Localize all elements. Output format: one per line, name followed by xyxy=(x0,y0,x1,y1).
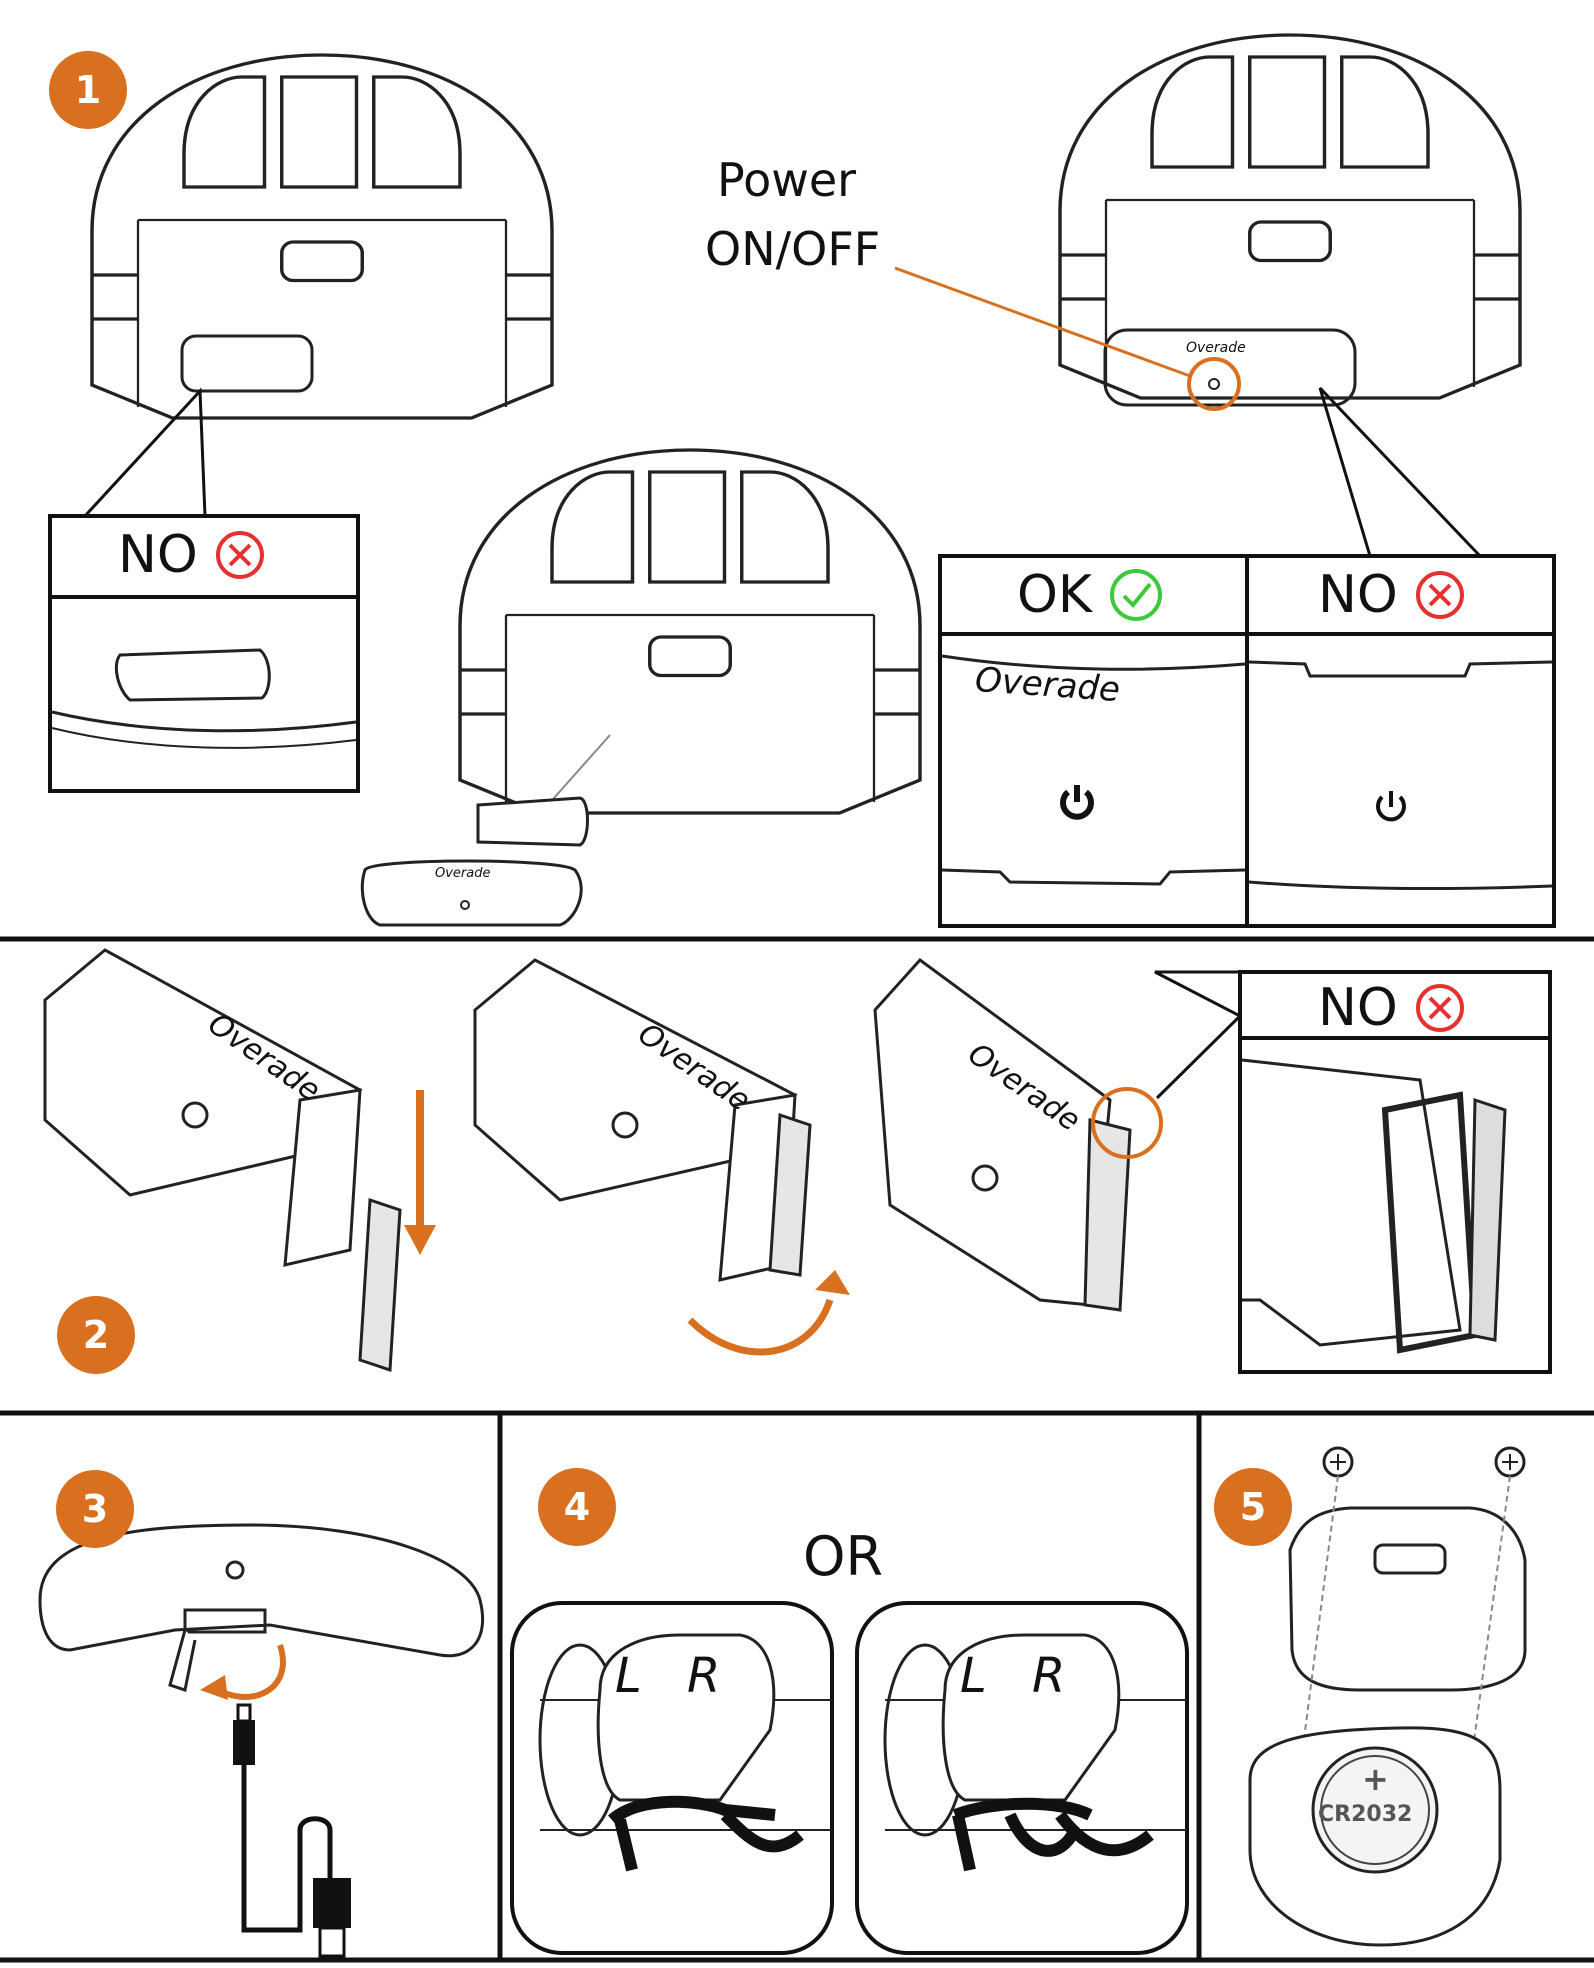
step-4-badge: 4 xyxy=(538,1468,616,1546)
cross-circle-icon xyxy=(215,531,264,579)
on-off-label: ON/OFF xyxy=(705,222,881,276)
step-1-badge: 1 xyxy=(49,51,127,129)
cross-circle-icon xyxy=(1415,571,1464,619)
mount-option-2 xyxy=(855,1601,1189,1955)
power-leader-line xyxy=(894,266,1191,378)
step-5-badge: 5 xyxy=(1214,1468,1292,1546)
right-label-2: R xyxy=(1032,1648,1066,1704)
check-circle-icon xyxy=(1110,569,1163,621)
step-2-badge: 2 xyxy=(57,1296,135,1374)
left-label-2: L xyxy=(960,1648,987,1704)
no-detail-box-1 xyxy=(48,514,360,793)
arrow-rotate xyxy=(687,1270,850,1356)
screw-icon xyxy=(1322,1446,1354,1478)
power-button-highlight xyxy=(1187,357,1241,411)
helmet-exploded xyxy=(360,448,922,927)
power-icon xyxy=(1376,791,1406,822)
usb-cable-icon xyxy=(233,1703,351,1958)
battery-label: CR2032 xyxy=(1318,1802,1413,1827)
no-label: NO xyxy=(1318,978,1398,1038)
cross-circle-icon xyxy=(1415,984,1464,1032)
battery-compartment xyxy=(1248,1446,1527,1947)
right-label-1: R xyxy=(687,1648,721,1704)
module-usb-port xyxy=(38,1523,485,1692)
no-label: NO xyxy=(118,525,198,585)
helmet-without-module xyxy=(90,53,554,420)
joint-highlight xyxy=(1091,1087,1163,1159)
module-insert-step-b xyxy=(473,958,812,1282)
no-detail-box-2 xyxy=(1238,970,1552,1374)
module-insert-step-a xyxy=(43,948,402,1373)
brand-text-helmet: Overade xyxy=(1186,340,1246,356)
brand-text-module: Overade xyxy=(435,866,491,881)
helmet-with-module xyxy=(1058,33,1522,407)
ok-no-comparison-box xyxy=(938,554,1556,928)
verdict-ok: OK xyxy=(1017,565,1164,625)
step-3-badge: 3 xyxy=(56,1470,134,1548)
battery-plus: + xyxy=(1362,1760,1389,1798)
or-label: OR xyxy=(803,1525,884,1588)
verdict-no-1: NO xyxy=(118,525,266,585)
arrow-down xyxy=(404,1090,436,1255)
power-label: Power xyxy=(717,153,857,207)
ok-label: OK xyxy=(1017,565,1093,625)
module-inserted xyxy=(873,957,1132,1312)
no-label: NO xyxy=(1318,565,1398,625)
orange-arrow-icon xyxy=(200,1644,286,1700)
mount-option-1 xyxy=(510,1601,834,1955)
verdict-no-3: NO xyxy=(1318,978,1466,1038)
power-icon xyxy=(1060,785,1094,820)
verdict-no-2: NO xyxy=(1318,565,1466,625)
left-label-1: L xyxy=(615,1648,642,1704)
